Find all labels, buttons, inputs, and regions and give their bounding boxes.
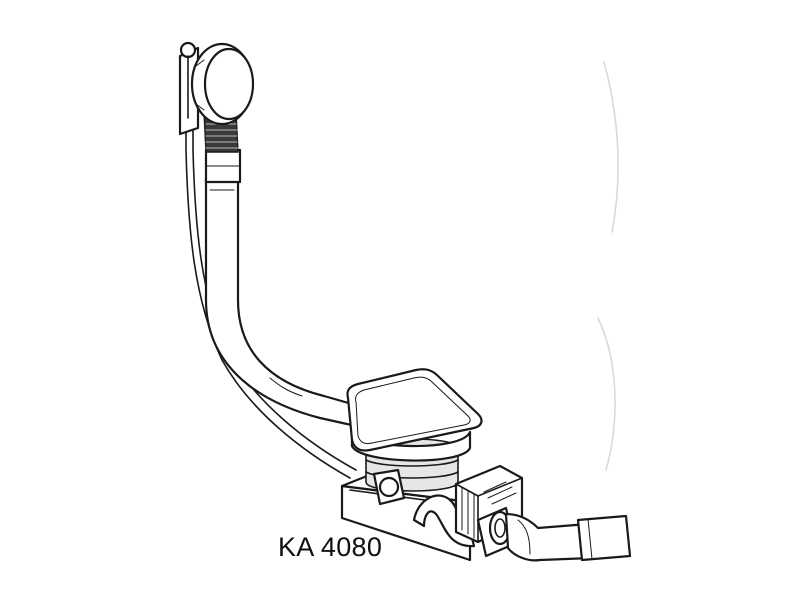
- model-number-label: KA 4080: [278, 532, 383, 562]
- outlet-pipe: [504, 512, 632, 562]
- overflow-tube: [204, 176, 358, 428]
- overflow-head: [178, 41, 255, 136]
- ghost-marks: [597, 61, 619, 471]
- drain-plug-cover: [346, 368, 483, 462]
- outlet-union-nut: [476, 506, 516, 558]
- tube-coupling: [204, 148, 242, 184]
